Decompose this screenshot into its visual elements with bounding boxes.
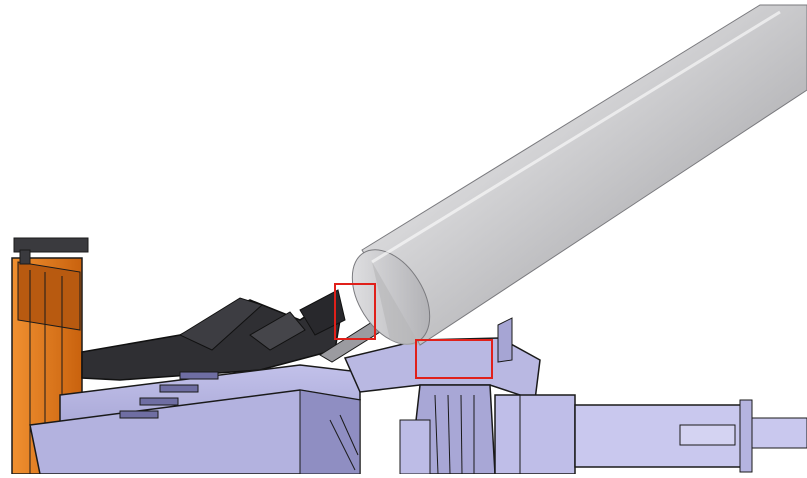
mounting-bracket [343, 317, 541, 475]
purple-connector [29, 364, 362, 475]
annotation-box-tool-tip[interactable] [334, 283, 376, 340]
orange-housing [11, 237, 89, 475]
right-shaft [494, 394, 807, 475]
annotation-box-bracket[interactable] [415, 339, 493, 379]
dark-latch-part [81, 289, 346, 381]
cylindrical-tool [351, 4, 807, 346]
